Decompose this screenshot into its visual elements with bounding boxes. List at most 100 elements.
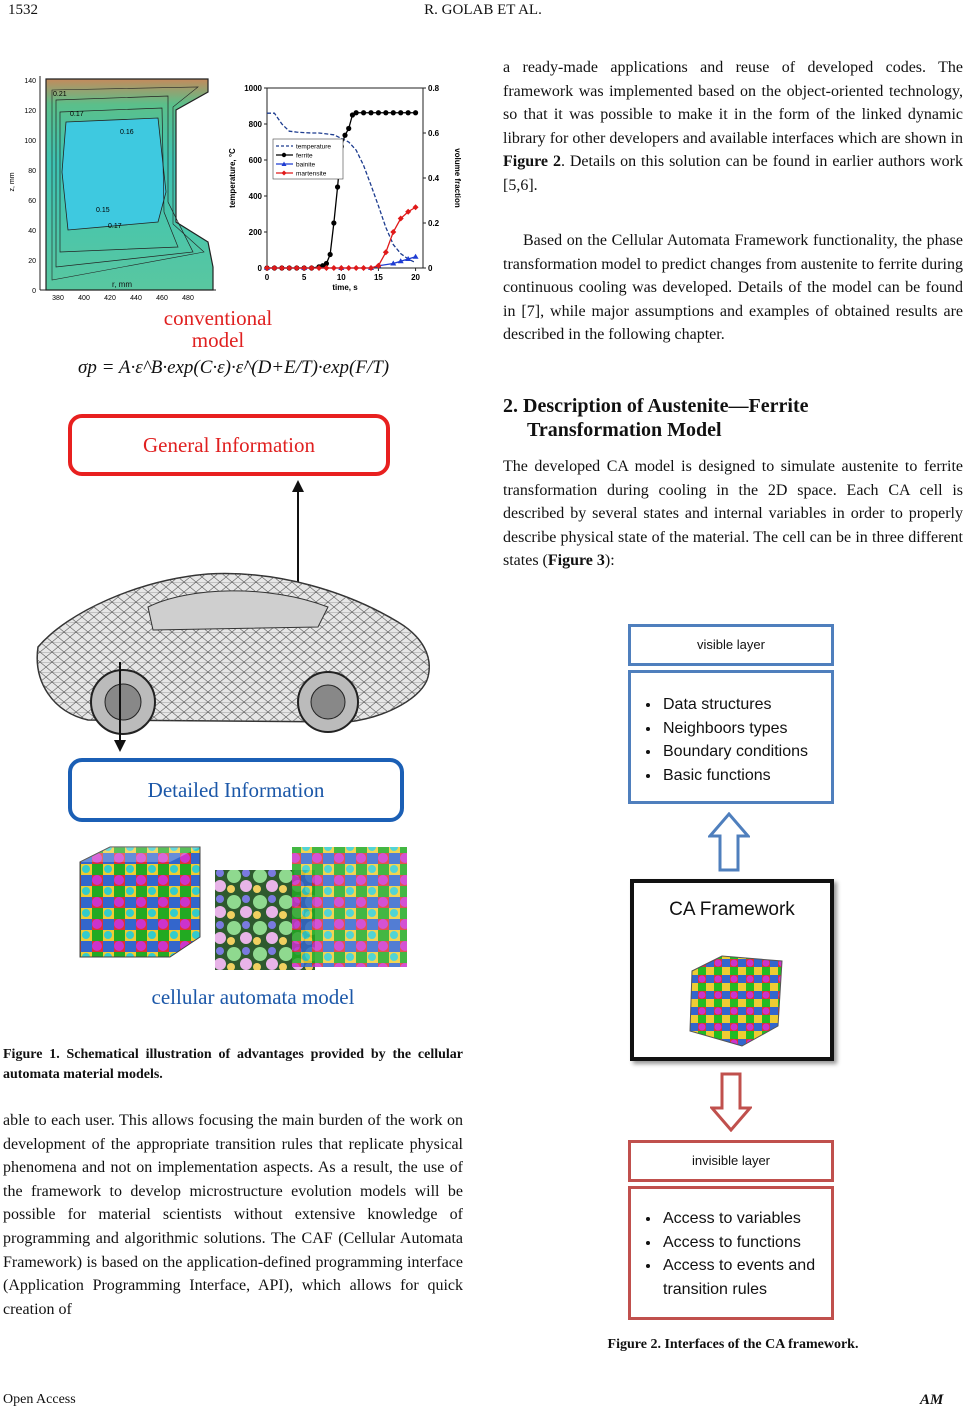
footer-open-access: Open Access [3,1392,76,1407]
microstructure-images [79,846,407,970]
arrow-down [114,662,126,752]
general-information-box: General Information [68,414,390,476]
data-point-martensite [338,265,345,271]
series-line-martensite [267,206,416,269]
x-tick-label: 15 [374,273,383,282]
data-point-martensite [278,265,285,271]
svg-text:60: 60 [28,198,36,205]
contour-label: 0.21 [53,91,67,98]
data-point-ferrite [342,132,348,138]
svg-text:400: 400 [78,295,90,300]
data-point-ferrite [375,110,382,116]
data-point-martensite [293,265,300,271]
data-point-ferrite [323,260,330,267]
visible-item: Boundary conditions [661,740,831,764]
figure-2-ref: Figure 2 [503,153,561,171]
contour-label: 0.17 [70,111,84,118]
data-point-martensite [360,265,367,271]
data-point-martensite [308,265,315,271]
svg-text:420: 420 [104,295,116,300]
x-tick-label: 0 [265,273,270,282]
svg-text:100: 100 [24,138,36,145]
svg-text:80: 80 [28,168,36,175]
contour-label: 0.17 [108,223,122,230]
data-point-martensite [323,265,330,271]
section-heading: 2. Description of Austenite—Ferrite Tran… [503,395,809,441]
invisible-layer-box: invisible layer [628,1140,834,1182]
data-point-ferrite [353,110,359,116]
data-point-martensite [286,265,293,271]
data-point-martensite [345,265,352,271]
data-point-ferrite [412,110,419,116]
legend-marker-ferrite [281,152,287,158]
y-tick-label: 200 [249,228,263,237]
data-point-martensite [301,265,308,271]
data-point-ferrite [368,110,374,116]
conventional-model-label: conventional model [163,306,273,352]
y-tick-label: 600 [249,156,263,165]
svg-text:120: 120 [24,108,36,115]
visible-layer-box: visible layer [628,624,834,666]
data-point-ferrite [327,251,333,258]
contour-label: 0.15 [96,207,110,214]
series-line-temperature [267,112,416,264]
figure-1: 0.17 0.21 0.16 0.15 0.17 0 20 40 60 80 1… [8,52,464,1032]
x-axis-label: time, s [332,283,358,292]
data-point-ferrite [346,125,352,132]
y2-tick-label: 0.8 [428,84,440,93]
grain-cube-image [689,955,783,1047]
data-point-bainite [412,253,419,259]
data-point-ferrite [334,184,341,190]
page-number: 1532 [8,2,38,18]
data-point-ferrite [331,220,337,226]
visible-item: Neighboors types [661,717,831,741]
data-point-bainite [397,258,404,264]
svg-text:0: 0 [32,288,36,295]
data-point-martensite [390,229,397,235]
flow-stress-equation: σp = A·ε^B·exp(C·ε)·ε̇^(D+E/T)·exp(F/T) [78,357,390,378]
legend-label-temperature: temperature [296,144,331,151]
legend-label-ferrite: ferrite [296,153,313,160]
data-point-martensite [330,265,337,271]
y-tick-label: 0 [258,264,263,273]
visible-item: Basic functions [661,764,831,788]
y2-tick-label: 0.6 [428,129,440,138]
general-information-label: General Information [142,433,315,457]
x-tick-label: 5 [302,273,307,282]
contour-xlabel: r, mm [112,280,132,289]
y-axis-label: temperature, °C [228,148,237,208]
data-point-ferrite [398,110,404,116]
data-point-martensite [316,265,322,271]
hollow-arrow-up [708,812,750,872]
svg-text:20: 20 [28,258,36,265]
column-1-paragraph: able to each user. This allows focusing … [3,1112,463,1318]
y2-tick-label: 0 [428,264,433,273]
column-2-paragraph-2: Based on the Cellular Automata Framework… [503,232,963,344]
car-mesh-image [36,572,430,735]
data-point-bainite [405,256,412,261]
data-point-martensite [397,215,404,222]
running-title: R. GOLAB ET AL. [424,2,542,18]
data-point-martensite [412,204,419,211]
data-point-martensite [382,249,389,256]
contour-region-inner [61,117,167,231]
ca-framework-label: CA Framework [669,899,795,920]
contour-ylabel: z, mm [9,172,16,191]
svg-text:40: 40 [28,228,36,235]
y-tick-label: 1000 [244,84,262,93]
visible-items-box: Data structures Neighboors types Boundar… [628,670,834,804]
svg-text:440: 440 [130,295,142,300]
contour-plot: 0.17 0.21 0.16 0.15 0.17 0 20 40 60 80 1… [9,76,216,300]
legend-marker-bainite [281,161,287,166]
figure-3-ref: Figure 3 [547,552,605,570]
svg-text:460: 460 [156,295,168,300]
legend-label-bainite: bainite [296,162,316,169]
visible-layer-label: visible layer [697,637,765,652]
ca-model-label: cellular automata model [151,985,355,1009]
legend-label-martensite: martensite [296,171,327,178]
footer-journal: AM [920,1392,944,1408]
data-point-ferrite [383,110,389,116]
y2-tick-label: 0.2 [428,219,440,228]
y-tick-label: 800 [249,120,263,129]
